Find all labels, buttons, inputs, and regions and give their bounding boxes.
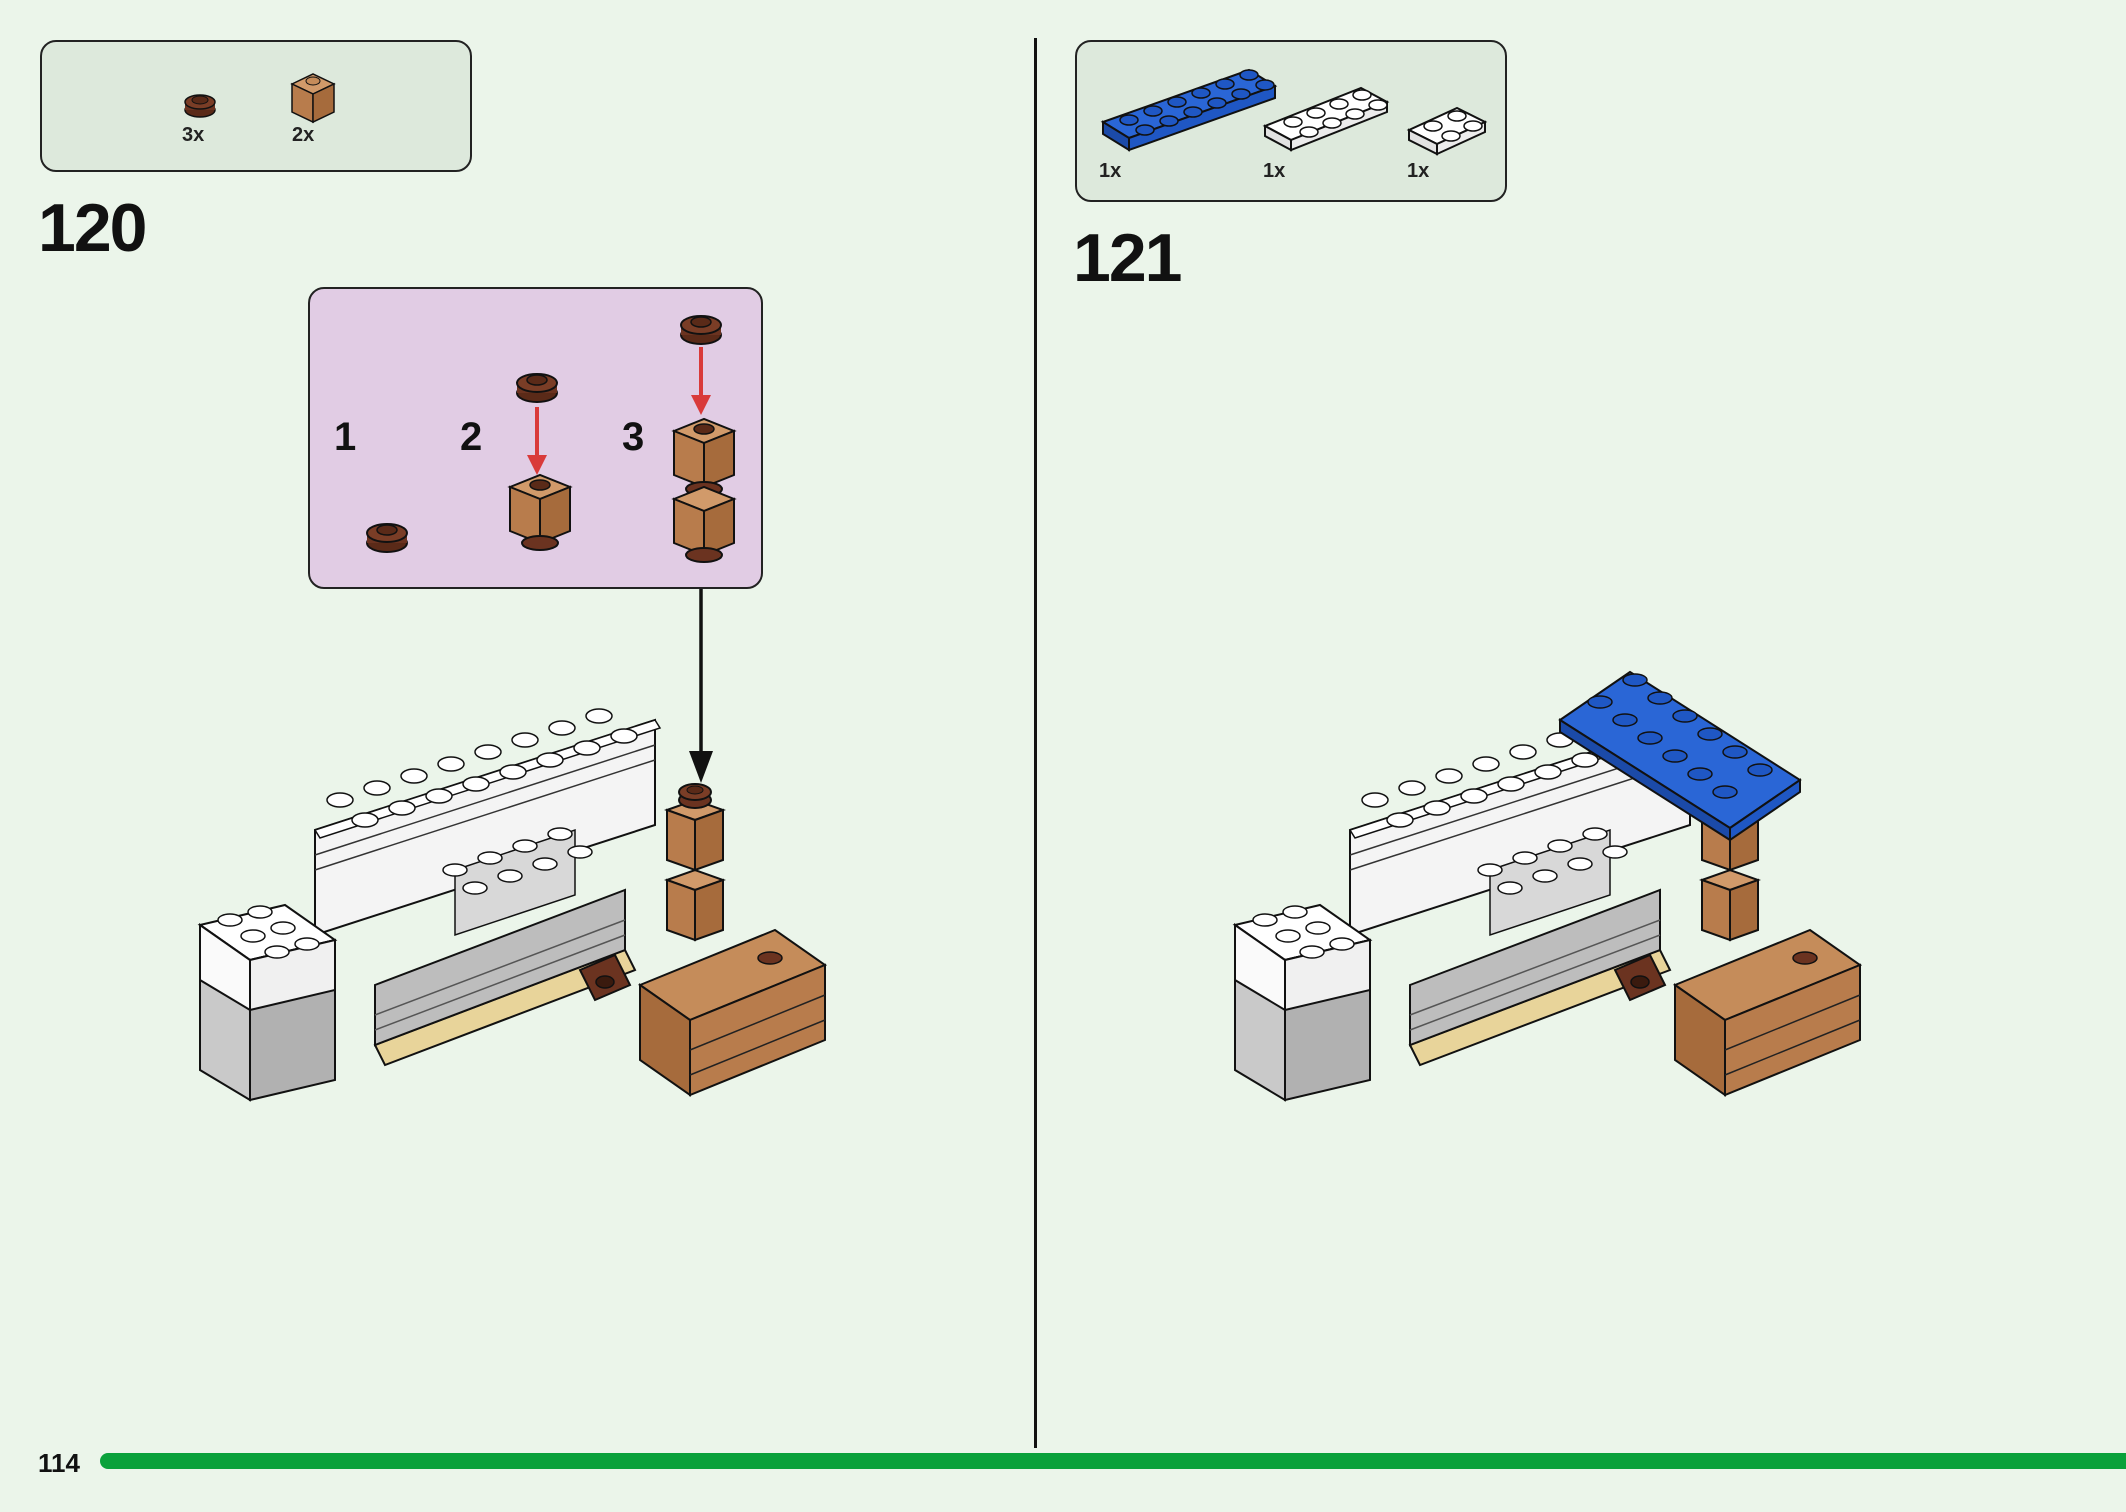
- parts-list-box-step-121: 1x 1x 1x: [1075, 40, 1507, 202]
- red-arrow-down-icon: [691, 347, 711, 415]
- build-model-step-120: [197, 708, 828, 1102]
- substep-number: 1: [334, 415, 357, 459]
- part-qty: 2x: [292, 124, 315, 146]
- plate-2x2-white-icon: [1406, 106, 1488, 156]
- round-plate-dark-brown-icon: [366, 523, 408, 553]
- brick-with-plate-icon: [507, 473, 573, 551]
- step-number: 121: [1073, 220, 1182, 296]
- brick-stack-icon: [671, 417, 737, 563]
- plate-2x4-white-icon: [1262, 86, 1390, 152]
- plate-2x6-blue-icon: [1100, 68, 1278, 152]
- brick-1x1-medium-tan-icon: [290, 73, 336, 124]
- parts-list-box-step-120: 3x 2x: [40, 40, 472, 172]
- placement-arrow-icon: [689, 589, 713, 783]
- round-plate-dark-brown-icon: [184, 94, 216, 118]
- round-plate-dark-brown-icon: [516, 373, 558, 403]
- build-model-step-121: [1232, 670, 1863, 1102]
- red-arrow-down-icon: [527, 407, 547, 475]
- progress-bar: [100, 1453, 2126, 1469]
- substep-number: 3: [622, 415, 645, 459]
- part-qty: 1x: [1263, 160, 1286, 182]
- page-divider: [1034, 38, 1037, 1448]
- part-qty: 1x: [1099, 160, 1122, 182]
- step-number: 120: [38, 190, 147, 266]
- part-qty: 3x: [182, 124, 205, 146]
- substep-number: 2: [460, 415, 483, 459]
- page-number: 114: [38, 1448, 80, 1478]
- round-plate-dark-brown-icon: [680, 315, 722, 345]
- part-qty: 1x: [1407, 160, 1430, 182]
- sub-assembly-callout: 1 2 3: [308, 287, 763, 589]
